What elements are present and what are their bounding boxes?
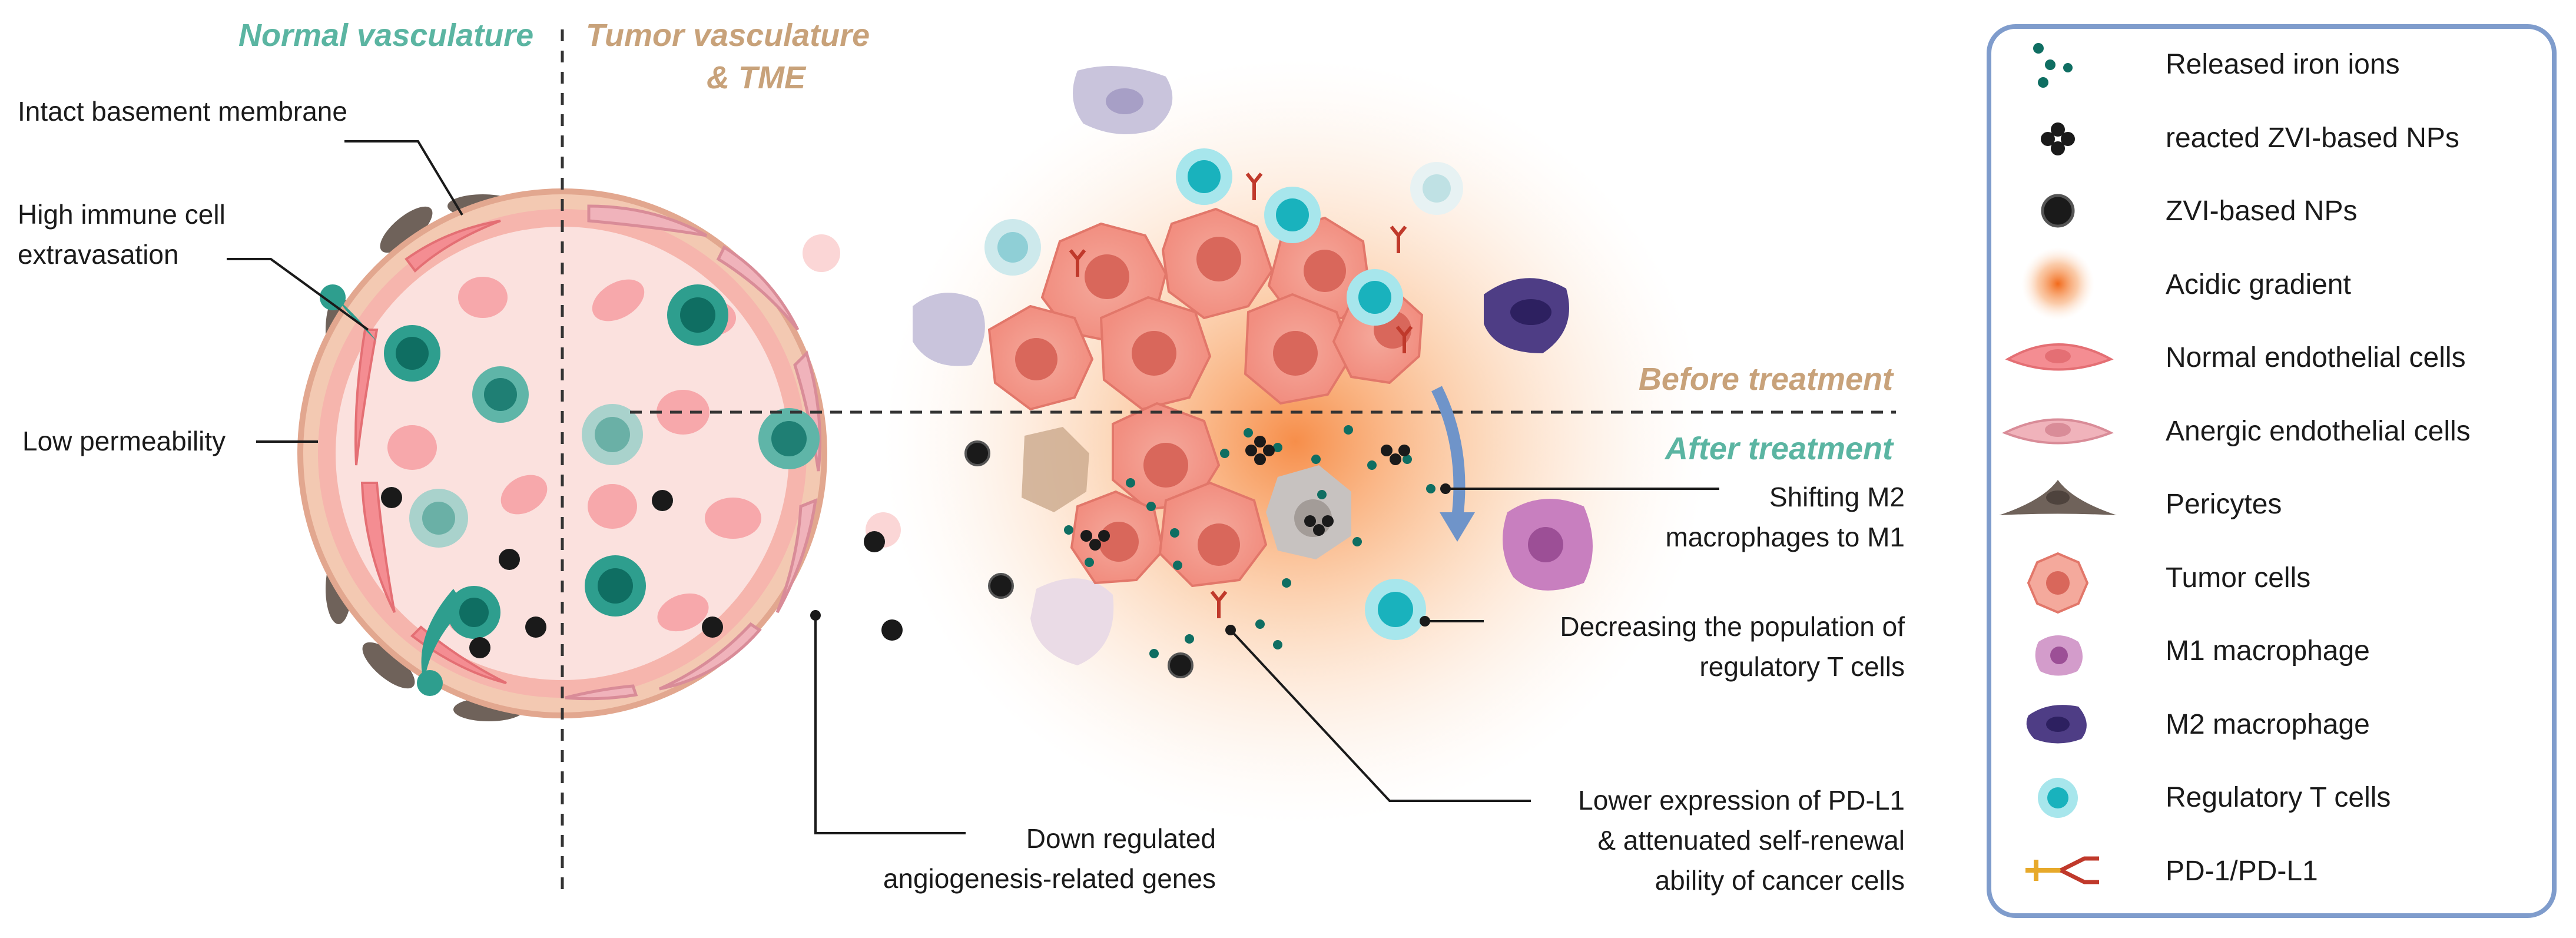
released-iron-ions — [1064, 425, 1435, 658]
pdl1-label-3: ability of cancer cells — [1655, 865, 1905, 896]
callout-dots — [810, 483, 1451, 635]
legend-label-pericytes: Pericytes — [2166, 489, 2282, 520]
immune-extravasation-label-1: High immune cell — [18, 199, 226, 230]
reacted-nanoparticles — [1080, 436, 1410, 551]
tumor-vasculature-header: Tumor vasculature — [586, 18, 870, 53]
legend: Released iron ions reacted ZVI-based NPs… — [1987, 24, 2557, 918]
m2-shift-label-2: macrophages to M1 — [1665, 522, 1905, 552]
normal-endothelial-icon — [2005, 343, 2114, 371]
treg-icon — [2038, 778, 2078, 818]
shift-arrow — [1431, 386, 1466, 519]
legend-label-reacted-nps: reacted ZVI-based NPs — [2166, 122, 2459, 154]
angiogenesis-label-1: Down regulated — [1026, 823, 1216, 854]
callout-lines — [227, 140, 1719, 834]
angiogenesis-label-2: angiogenesis-related genes — [883, 863, 1216, 894]
m2-shift-label-1: Shifting M2 — [1769, 482, 1905, 512]
m1-macrophage-icon — [2035, 635, 2083, 676]
legend-label-m2: M2 macrophage — [2166, 709, 2370, 740]
tumor-microenvironment — [630, 59, 1896, 824]
basement-membrane-label: Intact basement membrane — [18, 96, 347, 127]
m1-macrophage — [1503, 499, 1593, 591]
legend-label-tumor: Tumor cells — [2166, 562, 2310, 594]
pd1-pdl1-icon — [2025, 856, 2099, 884]
reacted-nps-icon — [2041, 122, 2075, 155]
normal-vasculature-header: Normal vasculature — [238, 18, 533, 53]
regulatory-t-cells — [984, 148, 1463, 640]
legend-label-iron-ions: Released iron ions — [2166, 49, 2400, 80]
acidic-gradient-icon — [2021, 247, 2094, 320]
after-treatment-header: After treatment — [1664, 431, 1894, 466]
tumor-cell-cluster — [987, 207, 1424, 588]
legend-label-m1: M1 macrophage — [2166, 635, 2370, 667]
treg-label-2: regulatory T cells — [1699, 651, 1905, 682]
tumor-cell-icon — [2027, 552, 2089, 614]
legend-label-treg: Regulatory T cells — [2166, 782, 2391, 813]
background-macrophages — [913, 66, 1569, 665]
m2-macrophage-icon — [2026, 705, 2087, 744]
legend-label-normal-endothelial: Normal endothelial cells — [2166, 342, 2466, 373]
low-permeability-label: Low permeability — [22, 426, 226, 456]
acidic-gradient-area — [883, 59, 1708, 824]
immune-cells — [320, 284, 820, 696]
immune-extravasation-label-2: extravasation — [18, 239, 179, 270]
anergic-endothelial-layer — [565, 204, 821, 701]
legend-label-anergic-endothelial: Anergic endothelial cells — [2166, 416, 2471, 447]
pd-l1-marks — [1069, 173, 1413, 618]
iron-ions-icon — [2033, 43, 2073, 88]
blood-vessel — [297, 188, 903, 721]
legend-frame — [1987, 24, 2557, 918]
vessel-nanoparticles — [381, 487, 903, 658]
treg-label-1: Decreasing the population of — [1560, 611, 1905, 642]
pdl1-label-2: & attenuated self-renewal — [1597, 825, 1905, 856]
legend-label-zvi-nps: ZVI-based NPs — [2166, 195, 2357, 227]
legend-label-pd1: PD-1/PD-L1 — [2166, 856, 2318, 887]
zvi-nanoparticles — [964, 440, 1193, 678]
zvi-nps-icon — [2041, 194, 2075, 228]
tme-header: & TME — [707, 60, 807, 95]
legend-label-acidic: Acidic gradient — [2166, 269, 2351, 300]
pdl1-label-1: Lower expression of PD-L1 — [1578, 785, 1905, 816]
pericyte-icon — [1999, 480, 2117, 515]
before-treatment-header: Before treatment — [1639, 362, 1894, 397]
anergic-endothelial-icon — [2002, 418, 2114, 445]
